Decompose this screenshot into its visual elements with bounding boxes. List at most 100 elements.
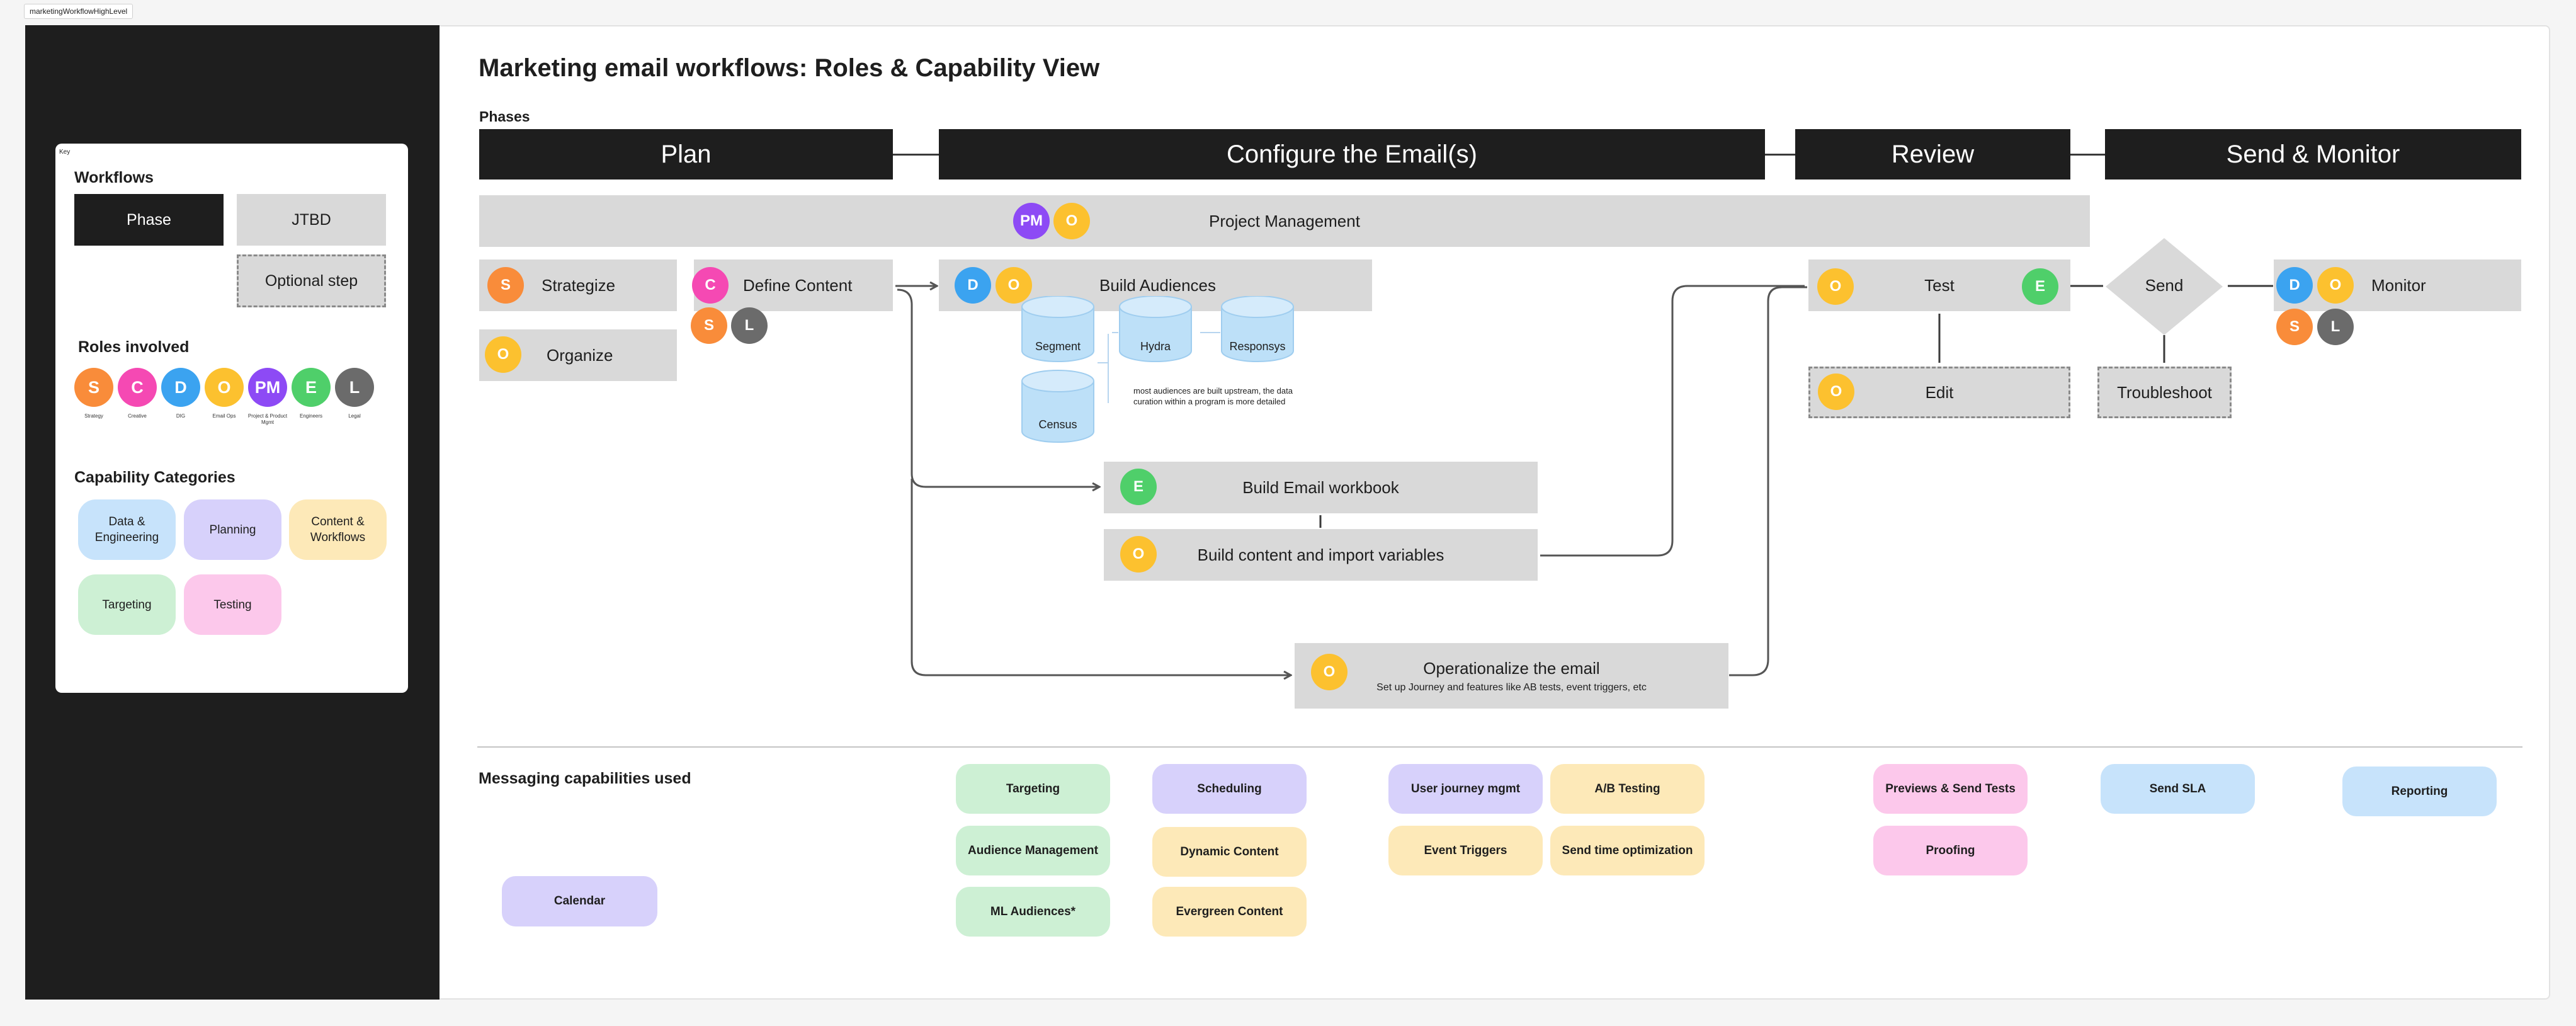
phase-send-monitor: Send & Monitor [2105,129,2521,180]
role-dig-avatar: D [955,267,991,304]
frame-label: marketingWorkflowHighLevel [24,4,133,19]
role-legend-avatar: E [292,368,331,407]
capability-targeting: Targeting [956,764,1110,814]
role-strategy-avatar: S [691,307,727,344]
build-content-label: Build content and import variables [1197,545,1444,564]
organize-label: Organize [547,345,613,365]
operationalize-sublabel: Set up Journey and features like AB test… [1376,681,1647,693]
phase-plan: Plan [479,129,893,180]
role-ops-avatar: O [996,267,1032,304]
role-legal-avatar: L [731,307,768,344]
build-audiences-label: Build Audiences [1099,275,1217,295]
capability-evergreen-content: Evergreen Content [1152,887,1307,937]
role-ops-avatar: O [1120,536,1157,573]
responsys-label: Responsys [1229,340,1286,353]
define-content-label: Define Content [743,275,853,295]
phase-connector [1765,154,1795,156]
role-ops-avatar: O [1818,373,1854,410]
capability-scheduling: Scheduling [1152,764,1307,814]
phase-configure-emails: Configure the Email(s) [939,129,1765,180]
key-jtbd-sample: JTBD [237,194,386,246]
capability-calendar: Calendar [502,876,657,926]
key-tag: Key [59,149,71,156]
segment-label: Segment [1035,340,1081,353]
role-ops-avatar: O [2317,267,2354,304]
role-ops-avatar: O [485,336,521,373]
strategize-label: Strategize [542,275,616,295]
phases-label: Phases [479,108,530,125]
monitor-label: Monitor [2371,275,2426,295]
role-legend-caption: Legal [348,413,361,419]
role-strategy-avatar: S [2276,309,2313,345]
category-content-workflows: Content & Workflows [289,499,387,560]
role-engineers-avatar: E [2022,268,2058,305]
capability-event-triggers: Event Triggers [1388,826,1543,875]
role-legend-avatar: O [205,368,244,407]
phase-connector [2070,154,2105,156]
role-legend-avatar: C [118,368,157,407]
data-sources-graphic [1021,296,1294,443]
test-label: Test [1924,275,1955,295]
monitor-step: Monitor [2274,259,2521,311]
build-email-workbook-step: Build Email workbook [1104,462,1538,513]
build-content-step: Build content and import variables [1104,529,1538,581]
capability-send-time-optimization: Send time optimization [1550,826,1705,875]
capability-ab-testing: A/B Testing [1550,764,1705,814]
phase-connector [893,154,939,156]
operationalize-step: Operationalize the email Set up Journey … [1295,643,1728,709]
role-legend-avatar: PM [248,368,287,407]
role-engineers-avatar: E [1120,469,1157,505]
role-pm-avatar: PM [1013,203,1050,239]
edit-label: Edit [1925,382,1954,402]
hydra-label: Hydra [1140,340,1171,353]
capability-proofing: Proofing [1873,826,2028,875]
project-management-label: Project Management [1209,211,1360,231]
key-optional-step-sample: Optional step [237,254,386,307]
capabilities-heading: Messaging capabilities used [479,770,691,787]
role-strategy-avatar: S [487,267,524,304]
phase-review: Review [1795,129,2070,180]
workflows-heading: Workflows [74,169,154,186]
role-creative-avatar: C [692,267,729,304]
category-data-engineering: Data & Engineering [78,499,176,560]
capability-ml-audiences: ML Audiences* [956,887,1110,937]
category-targeting: Targeting [78,574,176,635]
role-legend-caption: Creative [128,413,147,419]
capability-user-journey: User journey mgmt [1388,764,1543,814]
audience-note: most audiences are built upstream, the d… [1133,386,1293,406]
category-testing: Testing [184,574,281,635]
role-legend-caption: Engineers [299,413,323,419]
role-legend-caption: Project & Product Mgmt [247,413,288,425]
page-title: Marketing email workflows: Roles & Capab… [479,54,1100,82]
role-legend-avatar: L [335,368,374,407]
build-email-workbook-label: Build Email workbook [1242,477,1399,497]
capability-previews-send-tests: Previews & Send Tests [1873,764,2028,814]
role-legend-caption: DIG [176,413,186,419]
operationalize-label: Operationalize the email [1423,658,1600,678]
roles-heading: Roles involved [78,338,190,356]
role-dig-avatar: D [2276,267,2313,304]
capability-dynamic-content: Dynamic Content [1152,827,1307,877]
role-legend-caption: Strategy [84,413,103,419]
capability-audience-management: Audience Management [956,826,1110,875]
census-label: Census [1038,418,1077,431]
capability-categories-heading: Capability Categories [74,469,235,486]
role-legend-caption: Email Ops [212,413,236,419]
role-legend-avatar: S [74,368,113,407]
role-ops-avatar: O [1817,268,1854,305]
category-planning: Planning [184,499,281,560]
key-phase-sample: Phase [74,194,224,246]
send-decision-diamond [2106,238,2223,335]
role-legal-avatar: L [2317,309,2354,345]
capability-reporting: Reporting [2342,767,2497,816]
project-management-step: Project Management [479,195,2090,247]
capability-send-sla: Send SLA [2101,764,2255,814]
send-label: Send [2145,276,2184,295]
role-ops-avatar: O [1311,654,1348,690]
troubleshoot-label: Troubleshoot [2117,382,2212,402]
section-divider [477,746,2522,748]
role-ops-avatar: O [1053,203,1090,239]
troubleshoot-optional-step: Troubleshoot [2097,367,2232,418]
role-legend-avatar: D [161,368,200,407]
